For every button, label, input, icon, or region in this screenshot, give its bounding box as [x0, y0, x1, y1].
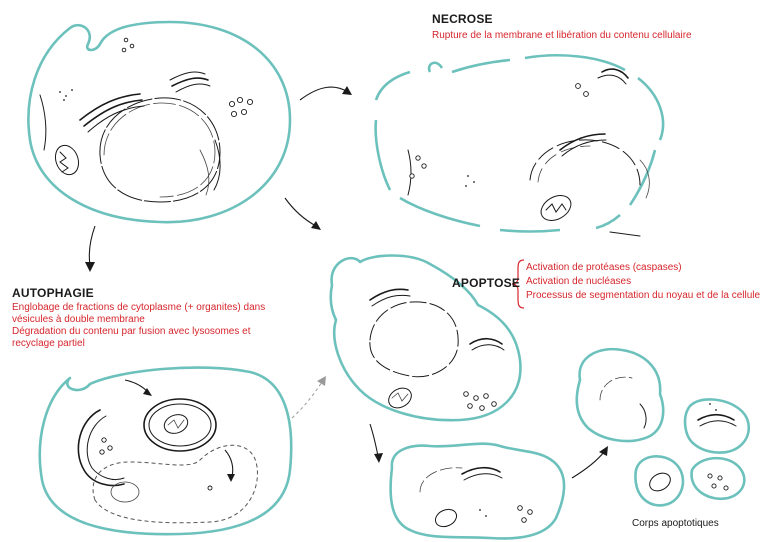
arrow-to-apoptose	[285, 198, 321, 230]
autolysosome	[93, 445, 257, 523]
necrose-title: NECROSE	[432, 12, 493, 26]
autophagie-description-line-4: recyclage partiel	[12, 338, 85, 350]
golgi-apparatus	[80, 72, 210, 132]
apoptose-title: APOPTOSE	[452, 276, 520, 290]
autophagie-description-line-1: Englobage de fractions de cytoplasme (+ …	[12, 302, 265, 314]
healthy-cell-membrane	[28, 22, 290, 222]
mitochondrion	[52, 142, 83, 178]
healthy-cell	[28, 22, 290, 222]
arrow-apoptosis-step1	[370, 424, 383, 463]
apoptose-description-line-3: Processus de segmentation du noyau et de…	[526, 290, 760, 302]
apoptotic-bodies-caption: Corps apoptotiques	[632, 518, 719, 529]
necrotic-cell	[376, 55, 663, 236]
arrow-to-necrose	[300, 86, 352, 100]
apoptose-description-line-1: Activation de protéases (caspases)	[526, 262, 682, 274]
autophagie-description-line-3: Dégradation du contenu par fusion avec l…	[12, 326, 250, 338]
arrow-to-autophagie	[85, 226, 95, 272]
arrow-apoptosis-step2	[572, 446, 608, 478]
necrose-description: Rupture de la membrane et libération du …	[432, 30, 692, 42]
healthy-nucleus	[100, 98, 220, 202]
autophagie-description-line-2: vésicules à double membrane	[12, 314, 145, 326]
apoptose-description-line-2: Activation de nucléases	[526, 276, 631, 288]
autophagie-title: AUTOPHAGIE	[12, 286, 94, 300]
apoptotic-bodies	[577, 349, 749, 505]
apoptotic-cell-2	[391, 444, 564, 539]
arrow-autophagy-to-apoptosis	[292, 376, 326, 418]
autophagic-cell	[40, 368, 291, 535]
